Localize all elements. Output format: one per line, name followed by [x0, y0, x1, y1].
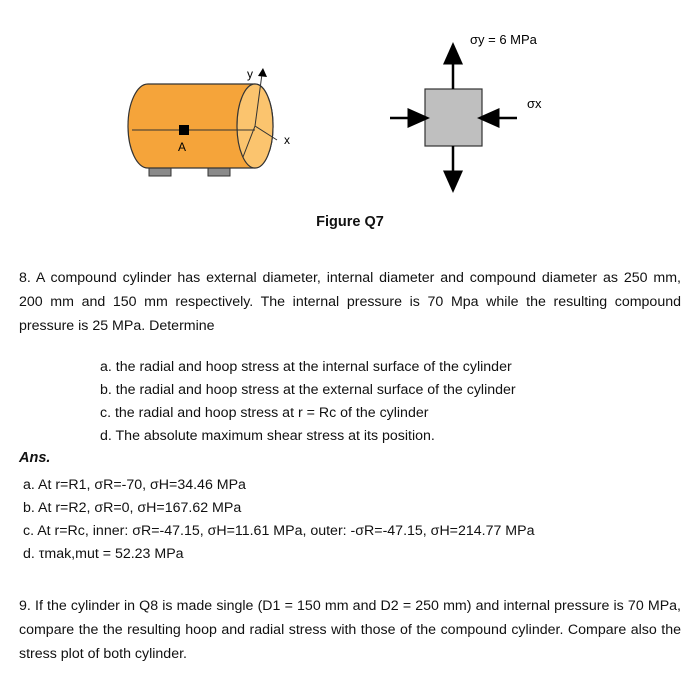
- answers-heading: Ans.: [19, 450, 51, 466]
- support-left: [148, 167, 172, 177]
- question-8-text: 8. A compound cylinder has external diam…: [19, 270, 681, 334]
- sigma-x-label: σx: [527, 96, 542, 111]
- q8-item-b: b. the radial and hoop stress at the ext…: [100, 382, 516, 398]
- point-a-label: A: [178, 140, 186, 154]
- q8-item-c: c. the radial and hoop stress at r = Rc …: [100, 405, 429, 421]
- stress-element: [424, 88, 483, 147]
- question-9-text: 9. If the cylinder in Q8 is made single …: [19, 598, 681, 662]
- axis-y-label: y: [247, 67, 253, 81]
- q8-item-a: a. the radial and hoop stress at the int…: [100, 359, 512, 375]
- axis-x-label: x: [284, 133, 290, 147]
- figure-q7: y x A σy = 6 MPa σx: [127, 32, 542, 193]
- answer-d: d. τmak,mut = 52.23 MPa: [23, 546, 184, 562]
- cylinder: [127, 73, 278, 169]
- question-8-items: a. the radial and hoop stress at the int…: [100, 356, 660, 448]
- answer-a: a. At r=R1, σR=-70, σH=34.46 MPa: [23, 477, 246, 493]
- answer-c: c. At r=Rc, inner: σR=-47.15, σH=11.61 M…: [23, 523, 535, 539]
- support-right: [207, 167, 231, 177]
- figure-caption: Figure Q7: [316, 214, 384, 230]
- q8-item-d: d. The absolute maximum shear stress at …: [100, 428, 435, 444]
- sigma-y-label: σy = 6 MPa: [470, 32, 538, 47]
- y-axis-arrowhead: [258, 68, 267, 77]
- answer-b: b. At r=R2, σR=0, σH=167.62 MPa: [23, 500, 242, 516]
- point-a-marker: [179, 125, 189, 135]
